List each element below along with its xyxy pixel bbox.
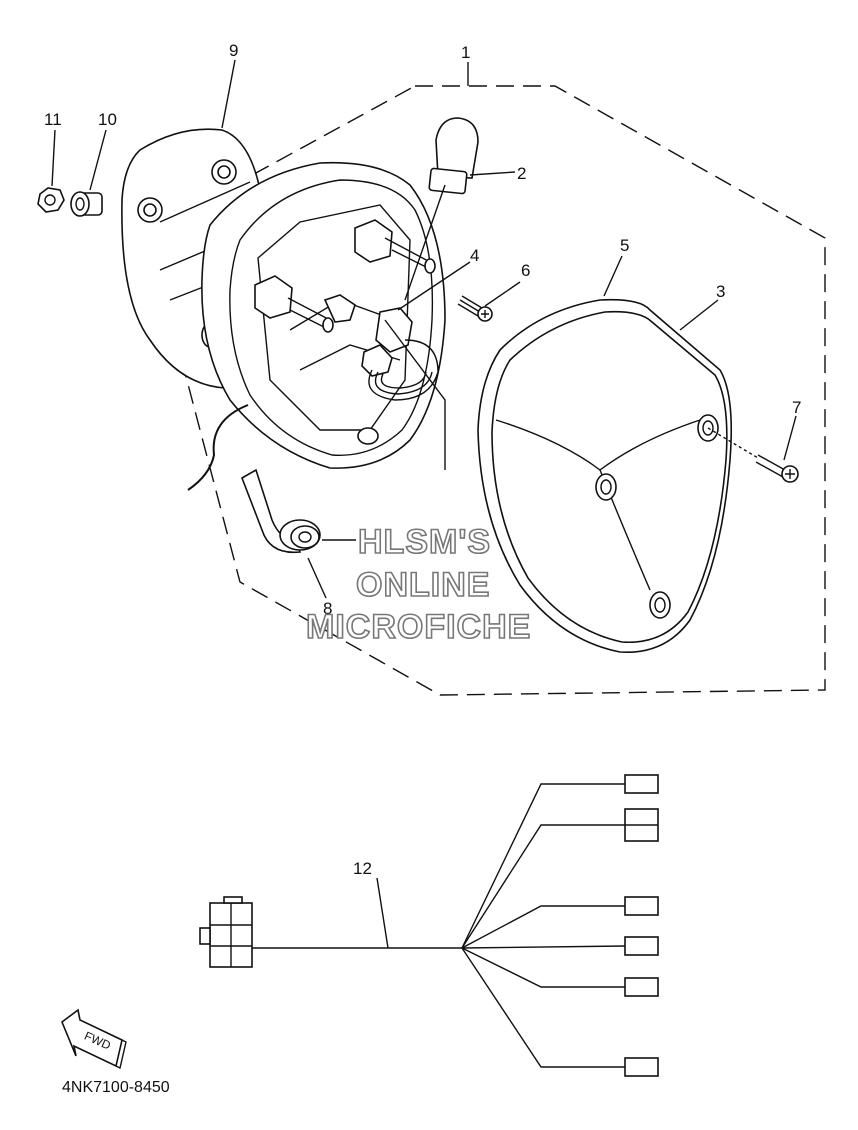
part-11-nut — [37, 187, 65, 213]
part-8-grommet — [241, 468, 321, 554]
callout-2: 2 — [517, 164, 526, 183]
watermark-line-2: ONLINE — [356, 566, 490, 604]
callout-4: 4 — [470, 246, 479, 265]
watermark-line-1: HLSM'S — [358, 523, 491, 561]
part-7-screw — [707, 427, 799, 483]
part-4-socket — [361, 307, 439, 401]
callout-7: 7 — [792, 398, 801, 417]
part-2-bulb — [428, 117, 479, 195]
part-10-collar — [70, 191, 103, 217]
diagram-code: 4NK7100-8450 — [62, 1079, 170, 1096]
part-12-wire-harness — [199, 774, 659, 1077]
callout-5: 5 — [620, 236, 629, 255]
leader-lines — [51, 59, 797, 949]
callout-3: 3 — [716, 282, 725, 301]
callout-6: 6 — [521, 261, 530, 280]
callout-11: 11 — [44, 110, 62, 129]
callout-10: 10 — [98, 110, 117, 129]
fwd-arrow-icon: FWD — [61, 1008, 127, 1070]
part-3-lens — [491, 310, 728, 644]
callout-9: 9 — [229, 41, 238, 60]
part-6-screw — [457, 295, 493, 322]
callout-12: 12 — [353, 859, 372, 878]
watermark-line-3: MICROFICHE — [306, 608, 531, 646]
lamp-housing — [201, 161, 446, 469]
housing-wire — [187, 404, 249, 491]
callout-1: 1 — [461, 43, 470, 62]
callout-8: 8 — [323, 599, 332, 618]
